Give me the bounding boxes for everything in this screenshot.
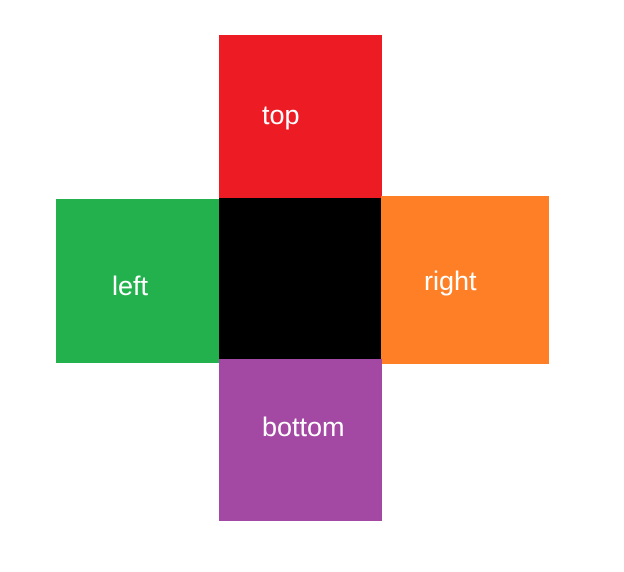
tile-bottom-label: bottom [262, 412, 345, 442]
tile-left: left [56, 199, 220, 363]
tile-top: top [219, 35, 382, 198]
tile-right-label: right [424, 266, 477, 296]
tile-right: right [381, 196, 549, 364]
tile-center [219, 198, 382, 360]
tile-bottom: bottom [219, 359, 382, 521]
tile-top-label: top [262, 100, 300, 130]
tile-left-label: left [112, 271, 149, 301]
